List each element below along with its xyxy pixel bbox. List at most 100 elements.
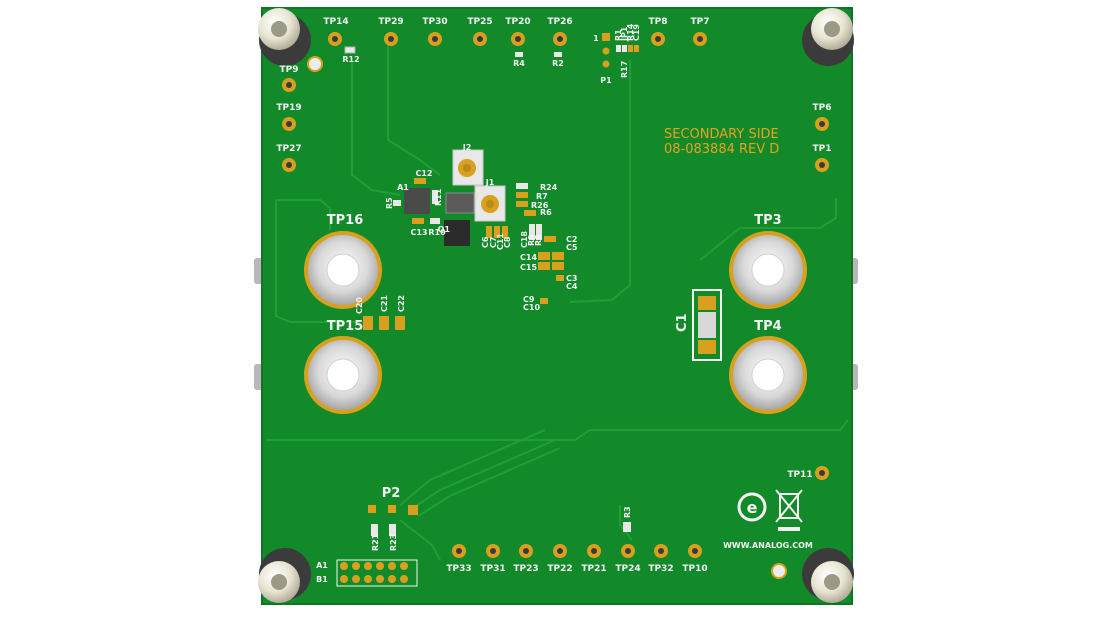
label-r1: R1 [614,29,623,41]
label-j2: J2 [462,143,472,152]
mount-post-bottom-left [258,548,311,603]
label-c14: C14 [520,253,537,262]
label-r17: R17 [620,61,629,78]
label-c13: C13 [410,228,427,237]
label-tp16: TP16 [327,213,364,228]
label-tp6: TP6 [813,103,832,113]
label-c9: C9 [523,295,535,304]
label-tp24: TP24 [615,564,640,574]
copper-traces [266,45,849,561]
smd-components [336,33,722,587]
label-tp19: TP19 [276,103,301,113]
label-c1: C1 [675,313,690,332]
label-r6: R6 [540,208,552,217]
label-tp7: TP7 [691,17,710,27]
c22-part [395,316,405,330]
label-tp27: TP27 [276,144,301,154]
label-jp1: JP1 [620,26,629,42]
label-a1: A1 [397,183,409,192]
label-tp14: TP14 [323,17,348,27]
p1-pin1-pad [602,33,610,41]
label-p1: P1 [600,76,612,85]
terminal-tp3 [729,231,807,309]
a1-chip [404,188,430,214]
label-c10: C10 [523,303,540,312]
label-c8: C8 [503,236,512,248]
label-c22: C22 [397,295,406,312]
label-c3: C3 [566,274,577,283]
via-hole-bottom-right [771,563,787,579]
environmental-logo-icon: e [737,492,767,522]
label-tp26: TP26 [547,17,572,27]
label-tp11: TP11 [787,470,812,480]
svg-text:e: e [747,498,758,517]
label-r5: R5 [385,197,394,209]
board-side-text: SECONDARY SIDE [664,127,779,142]
mount-post-bottom-right [802,548,854,603]
label-c6: C6 [481,236,490,248]
r4-part [515,52,523,57]
label-c20: C20 [355,297,364,314]
label-tp31: TP31 [480,564,505,574]
r3-part [623,522,631,532]
board-rev-text: 08-083884 REV D [664,142,779,157]
label-tp22: TP22 [547,564,572,574]
c19-part [634,45,639,52]
label-c19: C19 [632,24,641,41]
c1-capacitor [692,289,722,361]
c21-part [379,316,389,330]
terminal-tp16 [304,231,382,309]
label-tp10: TP10 [682,564,707,574]
inductor [445,192,475,214]
label-c12: C12 [415,169,432,178]
label-tp29: TP29 [378,17,403,27]
label-c5: C5 [566,243,578,252]
r2-part [554,52,562,57]
mount-post-top-left [258,8,311,66]
r10-part [430,218,440,224]
label-tp25: TP25 [467,17,492,27]
p1-pin3-pad [602,60,610,68]
label-r2: R2 [552,59,564,68]
header-a1b1 [336,559,418,587]
p1-pin2-pad [602,47,610,55]
label-tp1: TP1 [813,144,832,154]
label-tp23: TP23 [513,564,538,574]
mount-post-top-right [802,8,854,66]
label-b1-row: B1 [316,575,328,584]
p2-pad-3 [408,505,418,515]
p2-pad-2 [388,505,396,513]
label-c2: C2 [566,235,577,244]
label-r21: R21 [371,533,380,551]
r5-part [393,200,401,206]
label-tp30: TP30 [422,17,447,27]
label-c7: C7 [489,237,498,248]
r23-part [389,524,396,536]
label-a1-row: A1 [316,561,328,570]
label-tp32: TP32 [648,564,673,574]
label-r3: R3 [623,506,632,518]
r14-part [628,45,633,52]
label-r9: R9 [527,234,536,246]
label-c18: C18 [520,231,529,248]
via-hole-left [307,56,323,72]
label-r4: R4 [513,59,525,68]
terminal-tp15 [304,336,382,414]
label-tp33: TP33 [446,564,471,574]
q1-chip [444,220,470,246]
label-tp21: TP21 [581,564,606,574]
label-p2: P2 [382,486,401,501]
label-tp4: TP4 [754,319,781,334]
test-point-pads [282,32,829,558]
label-c11: C11 [496,233,505,250]
label-r12: R12 [342,55,359,64]
r11-part [432,190,438,204]
weee-bin-icon [775,489,803,531]
label-q1: Q1 [438,225,451,234]
r12-part [344,46,356,54]
terminal-tp4 [729,336,807,414]
label-r10: R10 [428,228,446,237]
c20-part [363,316,373,330]
